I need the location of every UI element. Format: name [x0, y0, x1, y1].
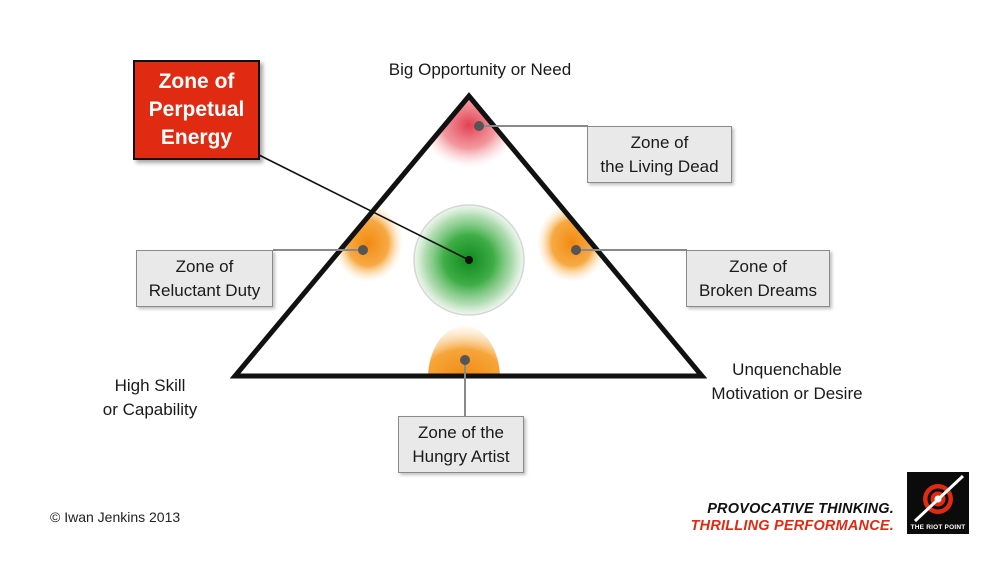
hungry-artist-zone-blob: [428, 326, 500, 376]
perpetual-energy-label-box: Zone of Perpetual Energy: [133, 60, 260, 160]
hungry-artist-dot: [460, 355, 470, 365]
perpetual-energy-line-2: Perpetual: [148, 98, 245, 121]
hungry-artist-line-1: Zone of the: [417, 422, 504, 442]
broken-dreams-line-2: Broken Dreams: [698, 280, 818, 300]
riot-point-logo: THE RIOT POINT: [907, 472, 969, 534]
tagline-line-1: PROVOCATIVE THINKING.: [707, 501, 894, 517]
hungry-artist-line-2: Hungry Artist: [412, 446, 510, 466]
right-vertex-line-1: Unquenchable: [732, 360, 842, 379]
logo-text: THE RIOT POINT: [910, 524, 966, 531]
broken-dreams-label-box: Zone of Broken Dreams: [686, 250, 830, 307]
copyright-text: © Iwan Jenkins 2013: [50, 509, 181, 525]
tagline-line-2: THRILLING PERFORMANCE.: [690, 518, 894, 534]
living-dead-line-2: the Living Dead: [600, 156, 719, 176]
top-vertex-label: Big Opportunity or Need: [355, 58, 605, 82]
perpetual-energy-connector: [254, 152, 470, 261]
broken-dreams-dot: [571, 245, 581, 255]
living-dead-label-box: Zone of the Living Dead: [587, 126, 732, 183]
tagline: PROVOCATIVE THINKING. THRILLING PERFORMA…: [691, 501, 894, 535]
right-vertex-line-2: Motivation or Desire: [711, 384, 863, 403]
broken-dreams-line-1: Zone of: [729, 256, 787, 276]
left-vertex-line-2: or Capability: [102, 400, 198, 419]
living-dead-dot: [474, 121, 484, 131]
left-vertex-line-1: High Skill: [114, 376, 186, 395]
reluctant-duty-dot: [358, 245, 368, 255]
reluctant-duty-line-1: Zone of: [175, 256, 234, 276]
living-dead-line-1: Zone of: [630, 132, 689, 152]
perpetual-energy-line-3: Energy: [160, 126, 233, 149]
perpetual-energy-dot: [465, 256, 473, 264]
reluctant-duty-line-2: Reluctant Duty: [148, 280, 261, 300]
reluctant-duty-label-box: Zone of Reluctant Duty: [136, 250, 273, 307]
hungry-artist-label-box: Zone of the Hungry Artist: [398, 416, 524, 473]
top-vertex-text: Big Opportunity or Need: [388, 60, 572, 79]
right-vertex-label: Unquenchable Motivation or Desire: [687, 358, 887, 406]
riot-point-logo-icon: [913, 474, 965, 523]
triangle-outline: [229, 92, 708, 379]
perpetual-energy-line-1: Zone of: [158, 70, 235, 93]
left-vertex-label: High Skill or Capability: [60, 374, 240, 422]
